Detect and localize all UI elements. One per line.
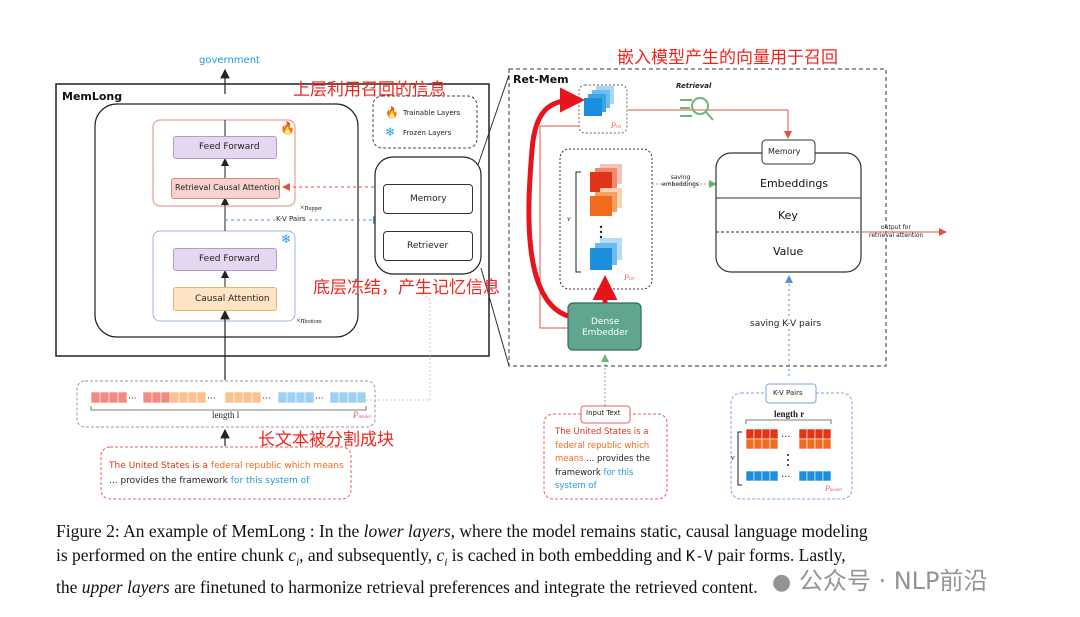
- figure-caption: Figure 2: An example of MemLong : In the…: [56, 521, 868, 597]
- retriever-label: Retriever: [407, 241, 449, 251]
- annotation-embed: 嵌入模型产生的向量用于召回: [617, 48, 838, 67]
- retmem-frame: [508, 68, 887, 367]
- causal-attention-label: Causal Attention: [195, 294, 270, 304]
- fire-icon: 🔥: [280, 121, 295, 135]
- input-text-box: [100, 446, 352, 500]
- p-ret-query: Pret: [611, 121, 622, 130]
- n-bottom-label: ×nbottom: [296, 316, 322, 325]
- frozen-snowflake-icon: ❄: [385, 125, 396, 139]
- memory-tab-label: Memory: [768, 147, 801, 156]
- svg-text:···: ···: [128, 394, 137, 404]
- kv-tab-label: K-V Pairs: [773, 389, 803, 397]
- svg-text:···: ···: [262, 394, 271, 404]
- svg-text:···: ···: [781, 472, 791, 483]
- saving-kv-label: saving K-V pairs: [750, 319, 822, 329]
- p-ret-stack: Pret: [624, 273, 635, 282]
- output-label: government: [199, 55, 260, 66]
- lower-feed-forward: [173, 248, 277, 271]
- lower-feed-forward-label: Feed Forward: [199, 254, 260, 264]
- svg-text:···: ···: [315, 394, 324, 404]
- key-label: Key: [778, 209, 798, 222]
- annotation-split: 长文本被分割成块: [258, 430, 394, 449]
- length-r-label: length r: [774, 409, 805, 419]
- svg-text:···: ···: [207, 394, 216, 404]
- chunk-length-label: length l: [212, 410, 240, 420]
- memory-label: Memory: [410, 194, 447, 204]
- input-text-tab: Input Text: [586, 409, 621, 417]
- legend-trainable: Trainable Layers: [403, 109, 461, 117]
- input-text-left: The United States is a federal republic …: [109, 461, 344, 486]
- chunk-box: [76, 380, 376, 428]
- n-upper-label: ×nupper: [300, 203, 323, 212]
- p-model-left: Pmodel: [353, 410, 371, 420]
- upper-feed-forward: [173, 136, 277, 159]
- retrieval-search-icon: [680, 97, 714, 121]
- lower-block: [152, 230, 296, 322]
- annotation-upper: 上层利用召回的信息: [293, 80, 446, 99]
- wechat-icon: ●: [772, 570, 792, 595]
- retriever-box: [383, 231, 473, 261]
- causal-attention: [173, 287, 277, 311]
- upper-block: [152, 119, 296, 207]
- legend-frozen: Frozen Layers: [403, 129, 452, 137]
- retrieval-causal-attention-label: Retrieval Causal Attention: [175, 183, 280, 192]
- trainable-fire-icon: 🔥: [385, 107, 399, 119]
- memory-box: [383, 184, 473, 214]
- embeddings-label: Embeddings: [760, 177, 829, 190]
- svg-text:···: ···: [781, 432, 791, 443]
- input-text-right: The United States is a federal republic …: [555, 427, 651, 491]
- upper-feed-forward-label: Feed Forward: [199, 142, 260, 152]
- chunk-tokens: [90, 391, 367, 404]
- legend-box: [372, 95, 478, 149]
- v-label-stack: v: [567, 214, 571, 223]
- kv-pairs-label: K-V Pairs: [275, 215, 307, 223]
- value-label: Value: [773, 245, 804, 258]
- snowflake-icon: ❄: [281, 232, 292, 246]
- p-model-right: Pmodel: [825, 484, 843, 493]
- memlong-title: MemLong: [62, 90, 123, 103]
- retrieval-causal-attention: [171, 178, 280, 199]
- retrieval-label: Retrieval: [676, 82, 712, 90]
- watermark: ● 公众号 · NLP前沿: [772, 567, 988, 595]
- retmem-title: Ret-Mem: [513, 73, 569, 86]
- v-label-kv: v: [731, 453, 735, 462]
- annotation-lower: 底层冻结，产生记忆信息: [313, 278, 500, 297]
- memlong-frame: [55, 83, 490, 357]
